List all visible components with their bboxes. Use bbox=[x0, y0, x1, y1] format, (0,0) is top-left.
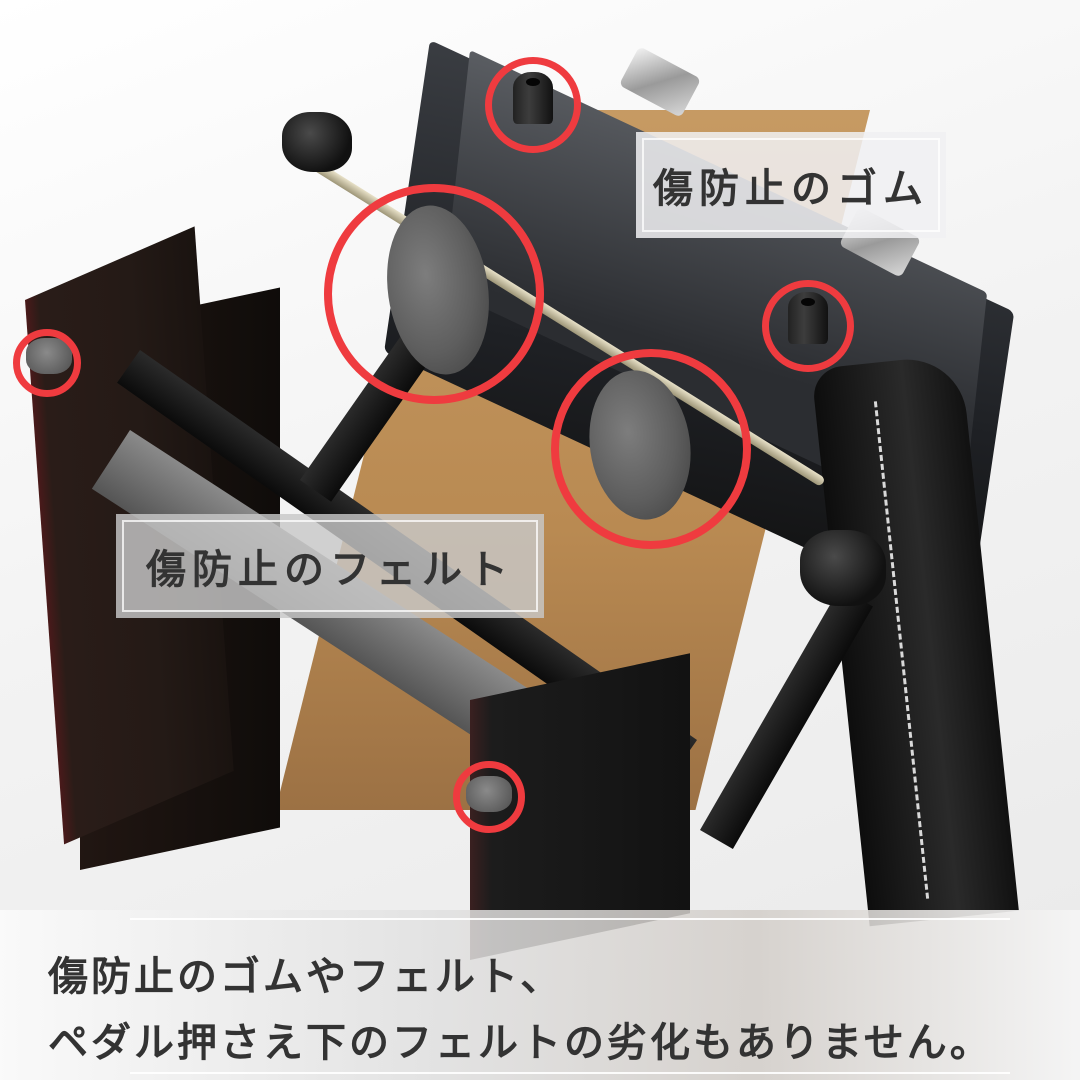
metal-clip-upper bbox=[618, 46, 702, 118]
label-anti-scratch-felt: 傷防止のフェルト bbox=[116, 514, 544, 618]
highlight-ring-felt-lower bbox=[551, 349, 751, 549]
highlight-ring-rubber-top bbox=[485, 57, 581, 153]
highlight-ring-rubber-right bbox=[762, 280, 854, 372]
banner-bottom-rule bbox=[130, 1072, 1010, 1074]
highlight-ring-felt-upper bbox=[324, 184, 544, 404]
caption-banner: 傷防止のゴムやフェルト、 ペダル押さえ下のフェルトの劣化もありません。 bbox=[0, 910, 1080, 1080]
banner-top-rule bbox=[130, 918, 1010, 920]
caption-line-1: 傷防止のゴムやフェルト、 bbox=[48, 953, 564, 1000]
label-anti-scratch-rubber-text: 傷防止のゴム bbox=[653, 165, 929, 212]
label-anti-scratch-rubber: 傷防止のゴム bbox=[636, 132, 946, 238]
adjust-knob-left bbox=[282, 112, 352, 172]
highlight-ring-felt-right-leg bbox=[453, 761, 525, 833]
label-anti-scratch-felt-text: 傷防止のフェルト bbox=[146, 546, 514, 593]
adjust-knob-right bbox=[800, 530, 886, 606]
highlight-ring-felt-left-leg bbox=[13, 329, 81, 397]
caption-line-2: ペダル押さえ下のフェルトの劣化もありません。 bbox=[48, 1019, 993, 1066]
